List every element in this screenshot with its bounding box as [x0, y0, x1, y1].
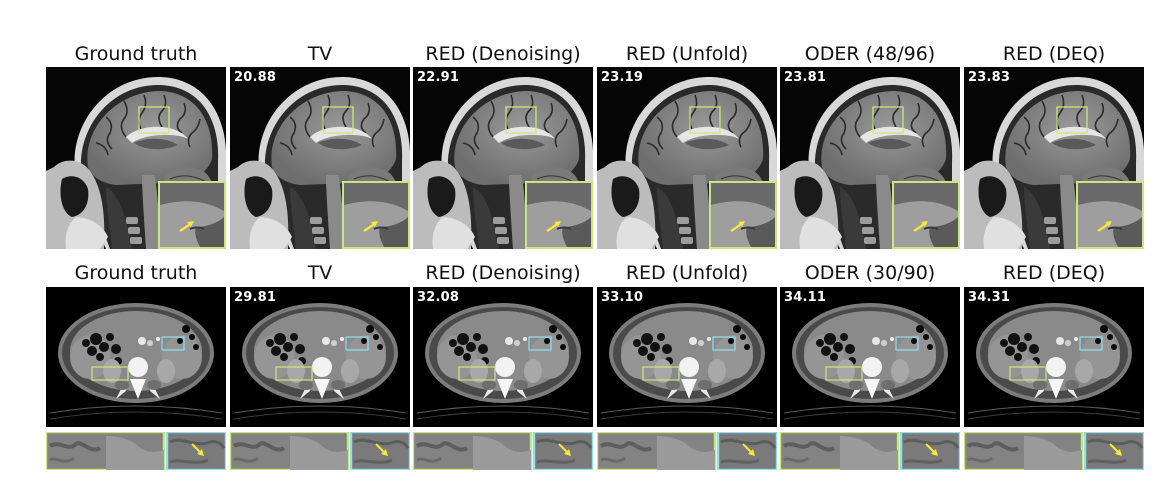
zoom-inset: [525, 181, 593, 249]
row1-title-1: TV: [307, 43, 333, 65]
zoom-inset: [892, 181, 960, 249]
row2-title-0: Ground truth: [74, 262, 198, 284]
zoom-inset-image: [160, 183, 224, 247]
row2-zoom-strip-3: [595, 430, 779, 472]
psnr-value: 20.88: [234, 70, 277, 85]
zoom-inset: [158, 181, 226, 249]
psnr-value: 23.83: [968, 70, 1011, 85]
ct-image: [597, 287, 777, 427]
row1-image-oder: 23.81: [780, 67, 960, 249]
ct-image: [230, 287, 410, 427]
row2-title-5: RED (DEQ): [1002, 262, 1106, 284]
zoom-strip-image: [228, 430, 412, 472]
zoom-inset: [342, 181, 410, 249]
zoom-strip-image: [962, 430, 1146, 472]
row2-title-2: RED (Denoising): [425, 262, 581, 284]
zoom-inset: [1076, 181, 1144, 249]
row2-image-red-deq: 34.31: [964, 287, 1144, 427]
zoom-inset: [709, 181, 777, 249]
zoom-inset-image: [894, 183, 958, 247]
row2-zoom-strip-2: [411, 430, 595, 472]
row2-image-ground-truth: [46, 287, 226, 427]
row2-title-4: ODER (30/90): [804, 262, 936, 284]
row1-title-2: RED (Denoising): [425, 43, 581, 65]
zoom-inset-image: [344, 183, 408, 247]
row1-image-ground-truth: [46, 67, 226, 249]
zoom-inset-image: [1078, 183, 1142, 247]
row2-image-oder: 34.11: [780, 287, 960, 427]
zoom-strip-image: [411, 430, 595, 472]
ct-image: [413, 287, 593, 427]
ct-image: [964, 287, 1144, 427]
row2-title-3: RED (Unfold): [625, 262, 749, 284]
row1-title-0: Ground truth: [74, 43, 198, 65]
row1-title-3: RED (Unfold): [625, 43, 749, 65]
row1-title-5: RED (DEQ): [1002, 43, 1106, 65]
row1-image-tv: 20.88: [230, 67, 410, 249]
psnr-value: 23.19: [601, 70, 644, 85]
row1-image-red-unfold: 23.19: [597, 67, 777, 249]
row2-image-tv: 29.81: [230, 287, 410, 427]
zoom-inset-image: [527, 183, 591, 247]
zoom-strip-image: [44, 430, 228, 472]
row2-zoom-strip-4: [778, 430, 962, 472]
row2-zoom-strip-0: [44, 430, 228, 472]
psnr-value: 33.10: [601, 290, 644, 305]
row2-zoom-strip-5: [962, 430, 1146, 472]
psnr-value: 34.11: [784, 290, 827, 305]
row1-title-4: ODER (48/96): [804, 43, 936, 65]
zoom-strip-image: [595, 430, 779, 472]
psnr-value: 22.91: [417, 70, 460, 85]
psnr-value: 32.08: [417, 290, 460, 305]
row1-image-red-deq: 23.83: [964, 67, 1144, 249]
zoom-strip-image: [778, 430, 962, 472]
row1-image-red-denoising: 22.91: [413, 67, 593, 249]
row2-image-red-denoising: 32.08: [413, 287, 593, 427]
psnr-value: 34.31: [968, 290, 1011, 305]
ct-image: [46, 287, 226, 427]
psnr-value: 23.81: [784, 70, 827, 85]
row2-image-red-unfold: 33.10: [597, 287, 777, 427]
row2-title-1: TV: [307, 262, 333, 284]
row2-zoom-strip-1: [228, 430, 412, 472]
psnr-value: 29.81: [234, 290, 277, 305]
zoom-inset-image: [711, 183, 775, 247]
ct-image: [780, 287, 960, 427]
